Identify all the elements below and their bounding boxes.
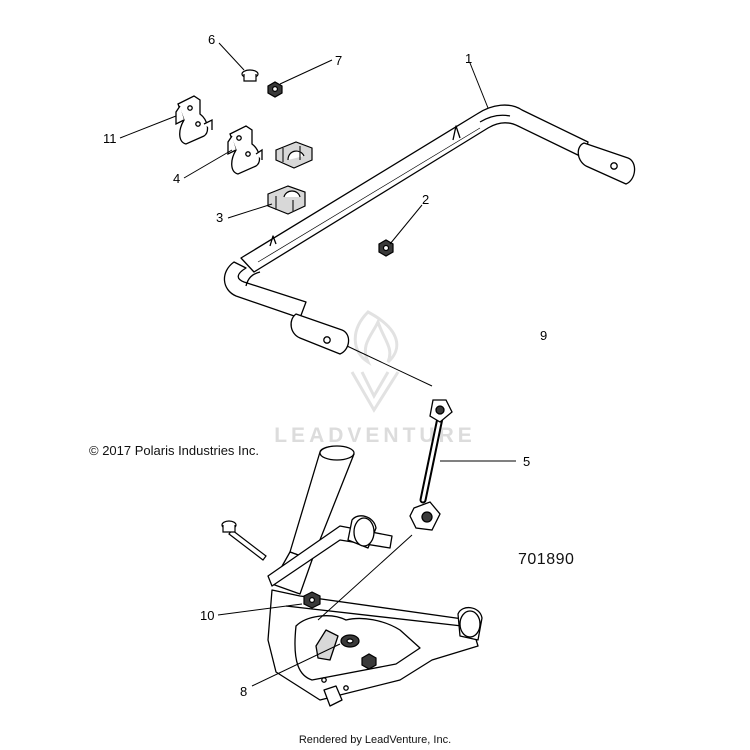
nut-part-7 xyxy=(267,81,283,98)
bushing-upper xyxy=(275,141,313,169)
callout-2: 2 xyxy=(422,192,429,207)
callout-9: 9 xyxy=(540,328,547,343)
nut-part-10 xyxy=(303,591,321,609)
leader-lines xyxy=(119,42,516,687)
washer-part-8 xyxy=(340,634,377,670)
callout-8: 8 xyxy=(240,684,247,699)
callout-5: 5 xyxy=(523,454,530,469)
callout-4: 4 xyxy=(173,171,180,186)
callout-7: 7 xyxy=(335,53,342,68)
callout-10: 10 xyxy=(200,608,214,623)
a-arm-assembly xyxy=(267,445,483,707)
callout-11: 11 xyxy=(103,131,117,146)
stabilizer-link-part-5 xyxy=(409,399,453,531)
copyright-text: © 2017 Polaris Industries Inc. xyxy=(89,443,259,458)
nut-part-2 xyxy=(378,239,394,257)
stabilizer-bar xyxy=(223,104,636,355)
pivot-bolt xyxy=(221,520,267,561)
callout-3: 3 xyxy=(216,210,223,225)
footer-credit: Rendered by LeadVenture, Inc. xyxy=(298,734,452,746)
drawing-number: 701890 xyxy=(518,551,575,568)
callout-labels: 6 7 1 11 4 3 2 9 5 10 8 xyxy=(103,32,547,699)
clamp-part-4 xyxy=(227,125,263,175)
watermark-logo-text: LEADVENTURE xyxy=(274,424,476,447)
bushing-part-3 xyxy=(267,185,306,215)
bolt-part-6 xyxy=(241,69,259,82)
callout-1: 1 xyxy=(465,51,472,66)
clamp-part-11 xyxy=(175,95,213,145)
callout-6: 6 xyxy=(208,32,215,47)
watermark-logo xyxy=(350,310,400,413)
